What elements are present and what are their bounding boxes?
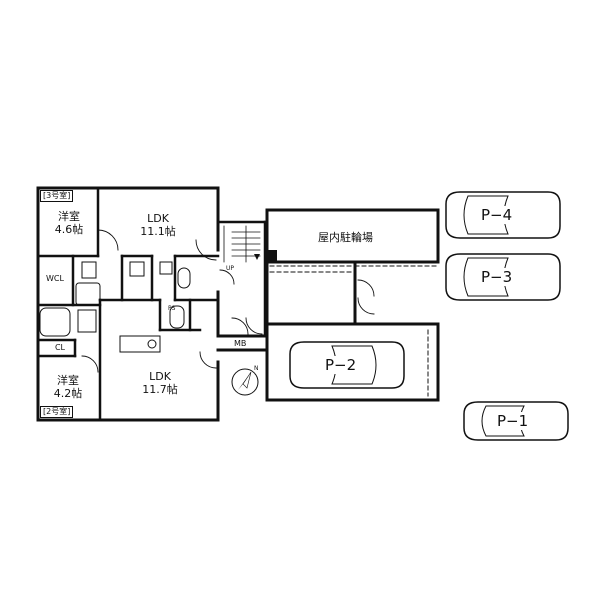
ldk-lower-size: 11.7帖 bbox=[142, 383, 178, 396]
fixtures bbox=[39, 261, 191, 353]
up-label: UP bbox=[226, 265, 235, 272]
interior-walls bbox=[36, 186, 220, 422]
ldk-upper-size: 11.1帖 bbox=[140, 225, 176, 238]
compass-icon bbox=[231, 368, 259, 396]
parking-p2-label: P−2 bbox=[322, 356, 360, 374]
western-room-3-size: 4.6帖 bbox=[54, 223, 84, 236]
garage-column bbox=[267, 250, 277, 262]
ldk-upper-name: LDK bbox=[147, 212, 169, 225]
mb-label: MB bbox=[234, 339, 247, 348]
ps-label: PS bbox=[168, 305, 176, 312]
parking-p4-label: P−4 bbox=[478, 206, 516, 224]
compass-north-label: N bbox=[254, 365, 259, 372]
wcl-label: WCL bbox=[46, 274, 64, 283]
western-room-3-name: 洋室 bbox=[58, 210, 80, 223]
parking-p1-label: P−1 bbox=[494, 412, 532, 430]
bike-parking-label: 屋内駐輪場 bbox=[318, 231, 373, 244]
unit-3-tag: [3号室] bbox=[40, 190, 74, 202]
stair-treads bbox=[223, 225, 261, 263]
parking-p3-label: P−3 bbox=[478, 268, 516, 286]
cl-label: CL bbox=[54, 343, 66, 352]
western-room-2-size: 4.2帖 bbox=[53, 387, 83, 400]
stair-arrow bbox=[254, 254, 260, 260]
building-outer-walls bbox=[36, 186, 267, 422]
stair-core bbox=[216, 220, 267, 338]
ldk-lower-name: LDK bbox=[149, 370, 171, 383]
garage-dashed-openings bbox=[269, 265, 439, 397]
unit-2-tag: [2号室] bbox=[40, 406, 74, 418]
doors bbox=[81, 229, 375, 373]
western-room-2-name: 洋室 bbox=[57, 374, 79, 387]
